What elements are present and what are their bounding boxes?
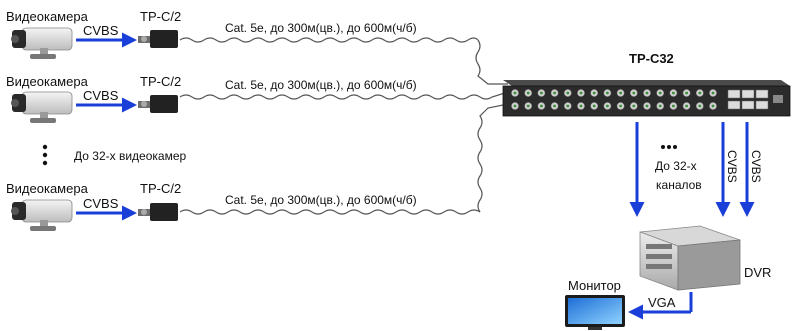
- cable-label: Cat. 5e, до 300м(цв.), до 600м(ч/б): [225, 78, 417, 92]
- dvr-label: DVR: [744, 265, 771, 280]
- cvbs-label-a: CVBS: [725, 150, 739, 183]
- monitor-screen: [568, 298, 622, 324]
- hub-top: [503, 80, 790, 86]
- camera-row-3: Видеокамера CVBS TP-C/2 Cat. 5e, до 300м…: [6, 103, 509, 231]
- camera-icon: [11, 27, 73, 59]
- transceiver-icon: [138, 95, 178, 113]
- bnc-port-center: [526, 91, 530, 95]
- monitor: Монитор: [565, 278, 625, 330]
- channels-label-2: каналов: [656, 178, 702, 192]
- transceiver-icon: [138, 203, 178, 221]
- cvbs-label: CVBS: [83, 196, 119, 211]
- dvr: DVR: [639, 225, 771, 291]
- bnc-port-center: [658, 91, 662, 95]
- cvbs-label: CVBS: [83, 88, 119, 103]
- bnc-port-center: [645, 91, 649, 95]
- vga-label: VGA: [648, 295, 676, 310]
- bnc-port-center: [711, 104, 715, 108]
- cable-label: Cat. 5e, до 300м(цв.), до 600м(ч/б): [225, 193, 417, 207]
- camera-icon: [11, 91, 73, 123]
- camera-row-1: Видеокамера CVBS TP-C/2 Cat. 5e, до 300м…: [6, 9, 508, 85]
- camera-label: Видеокамера: [6, 181, 89, 196]
- bnc-port-center: [540, 91, 543, 95]
- bnc-port-center: [672, 104, 675, 108]
- bnc-port-center: [540, 104, 543, 108]
- bnc-ports: [511, 89, 717, 110]
- camera-icon: [11, 199, 73, 231]
- hub-tp-c32: TP-C32: [502, 51, 791, 117]
- camera-label: Видеокамера: [6, 74, 89, 89]
- cable-label: Cat. 5e, до 300м(цв.), до 600м(ч/б): [225, 21, 417, 35]
- bnc-port-center: [526, 104, 530, 108]
- bnc-port-center: [711, 91, 715, 95]
- bnc-port-center: [566, 91, 570, 95]
- hub-logo: [773, 95, 783, 103]
- bnc-port-center: [685, 104, 688, 108]
- bnc-port-center: [619, 104, 622, 108]
- bnc-port-center: [579, 104, 583, 108]
- more-cameras: До 32-х видеокамер: [42, 144, 186, 166]
- channels-label-1: До 32-х: [655, 159, 697, 173]
- bnc-port-center: [632, 104, 636, 108]
- monitor-stand: [588, 327, 602, 330]
- more-cameras-label: До 32-х видеокамер: [74, 149, 186, 163]
- transceiver-label: TP-C/2: [140, 74, 181, 89]
- bnc-port-center: [513, 91, 517, 95]
- bnc-port-center: [698, 91, 702, 95]
- bnc-port-center: [672, 91, 675, 95]
- bnc-port-center: [645, 104, 649, 108]
- vga-link: VGA: [628, 292, 693, 320]
- bnc-port-center: [579, 91, 583, 95]
- bnc-port-center: [592, 104, 596, 108]
- cable-1-bend: [475, 39, 508, 85]
- bnc-port-center: [553, 104, 556, 108]
- bnc-port-center: [606, 91, 609, 95]
- bnc-port-center: [685, 91, 688, 95]
- cable-2: [179, 91, 509, 100]
- monitor-label: Монитор: [568, 278, 621, 293]
- output-arrows: До 32-х каналов CVBS CVBS: [629, 122, 763, 217]
- cable-3: [179, 209, 481, 215]
- camera-label: Видеокамера: [6, 9, 89, 24]
- cvbs-label-b: CVBS: [749, 150, 763, 183]
- rj45-ports: [727, 89, 769, 110]
- bnc-port-center: [606, 104, 609, 108]
- hub-label: TP-C32: [629, 51, 674, 66]
- camera-row-2: Видеокамера CVBS TP-C/2 Cat. 5e, до 300м…: [6, 74, 509, 123]
- cable-1: [179, 37, 479, 43]
- bnc-port-center: [632, 91, 636, 95]
- cable-3-bend: [477, 103, 509, 213]
- bnc-port-center: [619, 91, 622, 95]
- transceiver-label: TP-C/2: [140, 181, 181, 196]
- bnc-port-center: [553, 91, 556, 95]
- bnc-port-center: [592, 91, 596, 95]
- cvbs-label: CVBS: [83, 23, 119, 38]
- bnc-port-center: [566, 104, 570, 108]
- transceiver-icon: [138, 30, 178, 48]
- bnc-port-center: [698, 104, 702, 108]
- transceiver-label: TP-C/2: [140, 9, 181, 24]
- bnc-port-center: [513, 104, 517, 108]
- bnc-port-center: [658, 104, 662, 108]
